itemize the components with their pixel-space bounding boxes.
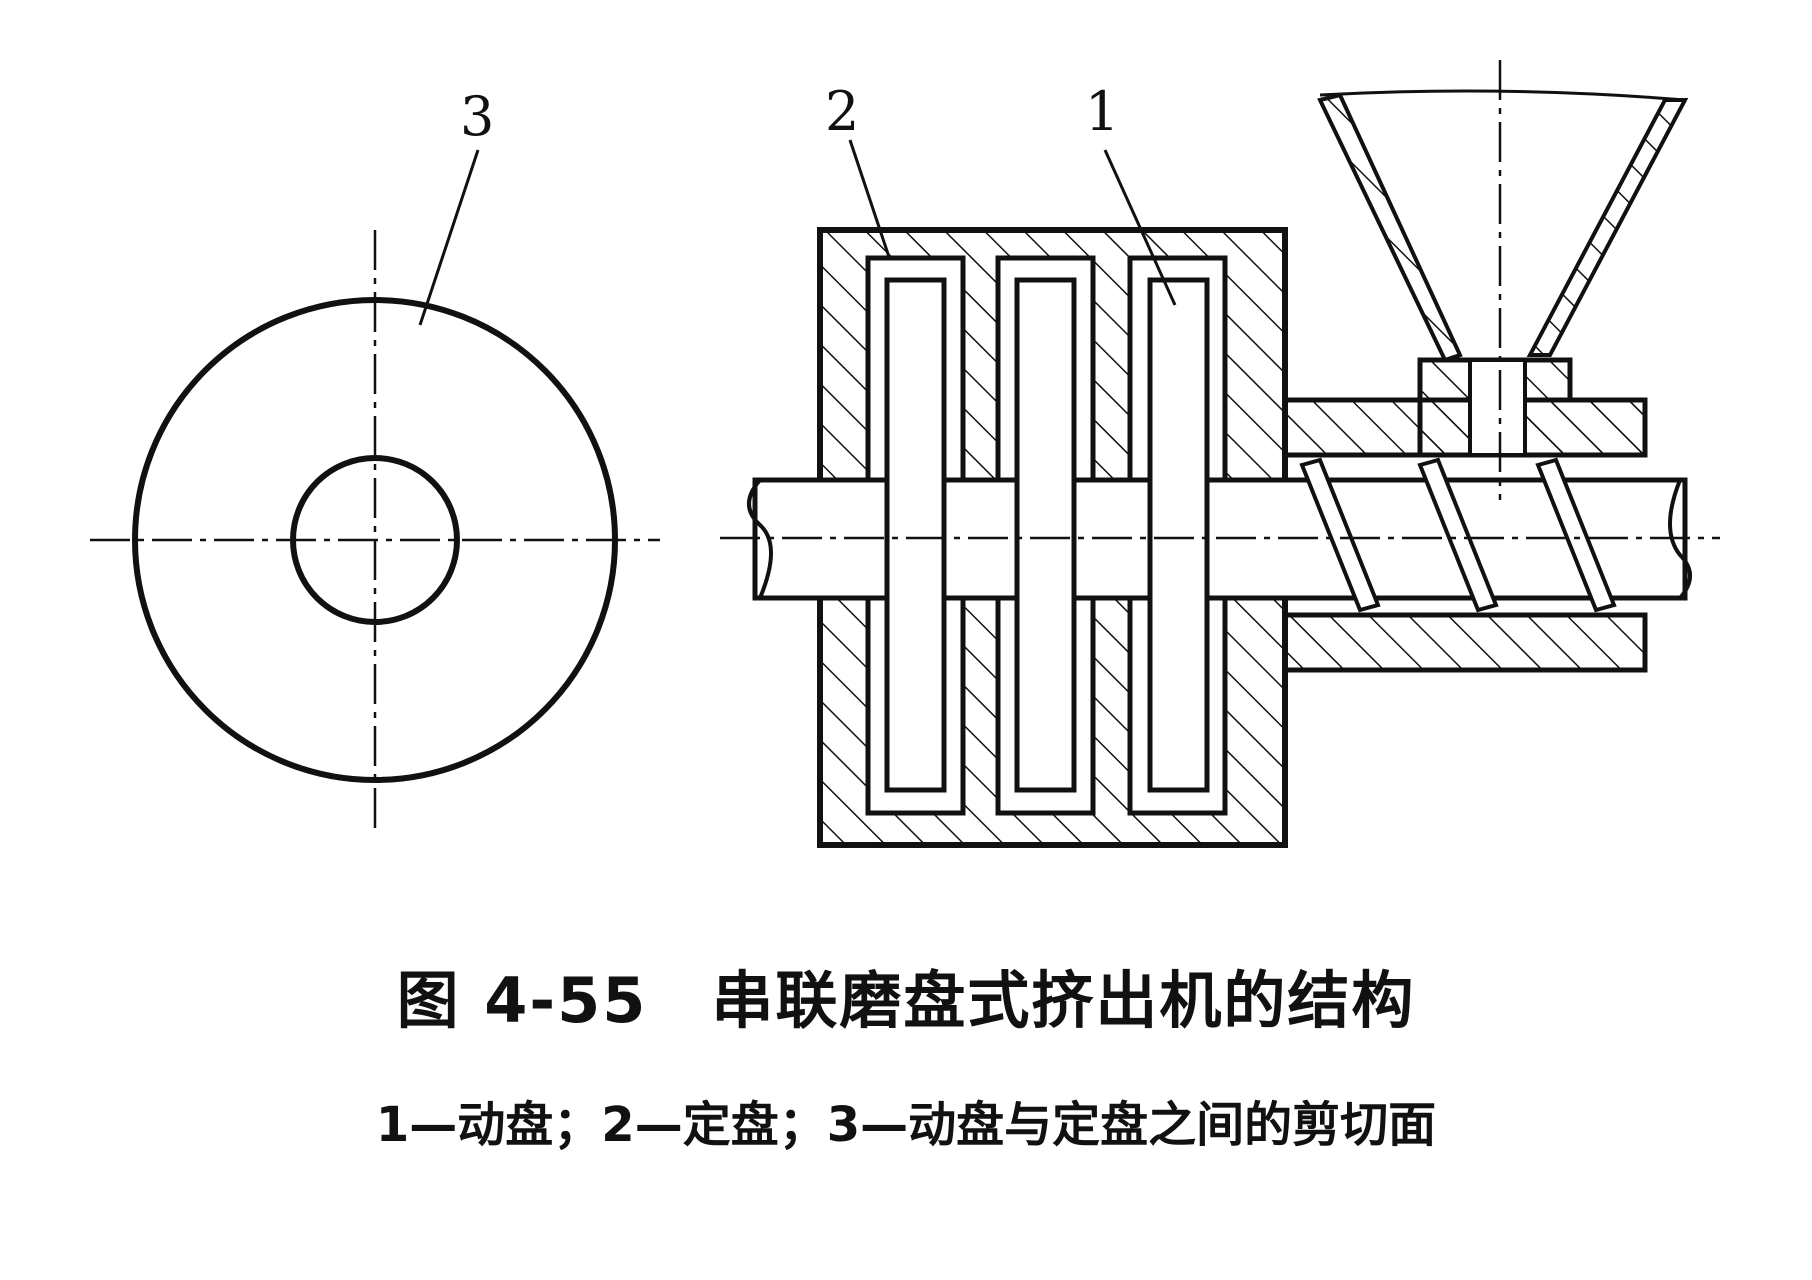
callout-2: 2: [825, 80, 859, 143]
feed-throat-block: [1417, 357, 1648, 458]
moving-disc: [1014, 277, 1077, 793]
screw-flight: [1535, 457, 1617, 613]
shaft-break-left: [747, 478, 773, 599]
extruder-diagram: 3 2 1: [90, 60, 1720, 848]
screw-flight: [1299, 457, 1381, 613]
extruder-section-view: [720, 60, 1720, 848]
callout-3: 3: [460, 85, 494, 148]
figure-caption-legend: 1—动盘；2—定盘；3—动盘与定盘之间的剪切面: [375, 1097, 1437, 1153]
hopper-left-wall: [1317, 92, 1463, 363]
disc-end-view: [90, 149, 660, 830]
moving-disc: [1147, 277, 1210, 793]
barrel-lower: [1282, 612, 1648, 673]
feed-opening: [1468, 358, 1527, 457]
figure-caption-title: 图 4-55 串联磨盘式挤出机的结构: [396, 964, 1416, 1037]
leader-line-2: [848, 139, 892, 261]
shaft-break-right: [1668, 479, 1692, 600]
hopper-right-wall: [1526, 98, 1689, 357]
screw-flight: [1417, 457, 1499, 613]
hopper-top: [1319, 89, 1686, 102]
leader-line-3: [418, 149, 480, 326]
moving-disc: [884, 277, 947, 793]
leader-line-1: [1103, 149, 1177, 306]
callout-1: 1: [1085, 80, 1119, 143]
